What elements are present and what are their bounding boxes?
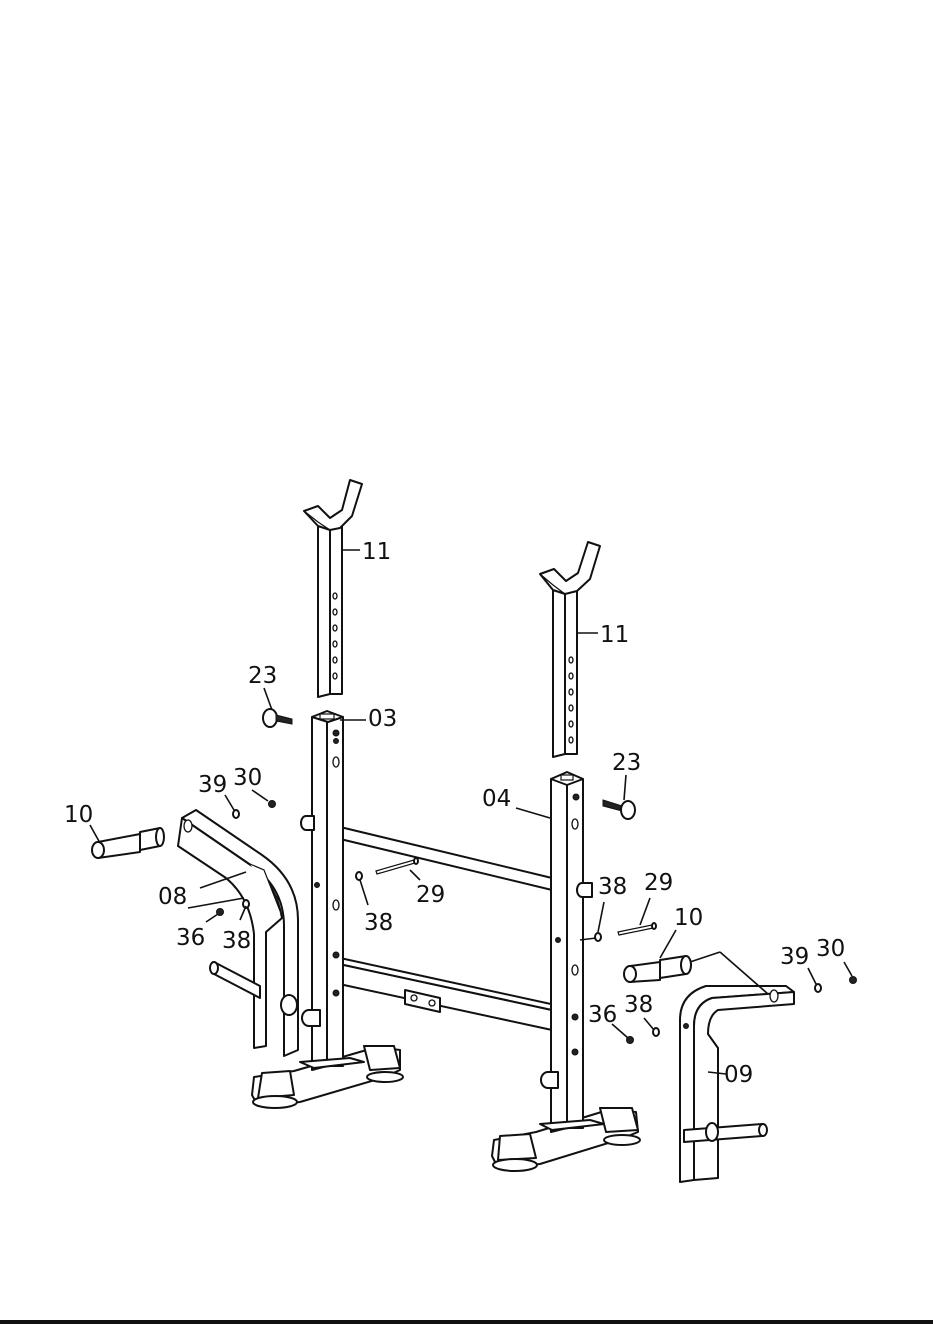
label-11-left: 11	[362, 539, 391, 565]
label-10-right: 10	[674, 905, 703, 931]
label-30-left: 30	[233, 765, 262, 791]
pop-pin-23-right	[603, 800, 635, 819]
label-04: 04	[482, 786, 511, 812]
label-23-right: 23	[612, 750, 641, 776]
upper-post-11-left	[304, 480, 362, 697]
label-38-right: 38	[598, 874, 627, 900]
label-36-right: 36	[588, 1002, 617, 1028]
label-03: 03	[368, 706, 397, 732]
label-38-center: 38	[364, 910, 393, 936]
pop-pin-23-left	[263, 709, 292, 727]
label-38-left: 38	[222, 928, 251, 954]
label-08: 08	[158, 884, 187, 910]
foam-roller-10-left	[92, 828, 164, 858]
rear-crossbar	[332, 826, 552, 890]
label-39-right: 39	[780, 944, 809, 970]
bottom-rule	[0, 1320, 933, 1324]
label-29-right: 29	[644, 870, 673, 896]
foam-roller-10-right	[624, 956, 691, 982]
label-29-left: 29	[416, 882, 445, 908]
left-upright-03	[300, 711, 364, 1070]
label-11-right: 11	[600, 622, 629, 648]
label-23-left: 23	[248, 663, 277, 689]
label-38-far-right: 38	[624, 992, 653, 1018]
bolt-29-right	[618, 923, 656, 935]
label-09: 09	[724, 1062, 753, 1088]
lower-crossbar	[330, 958, 560, 1030]
label-10-left: 10	[64, 802, 93, 828]
upper-post-11-right	[540, 542, 600, 757]
right-upright-04	[540, 772, 604, 1132]
label-36-left: 36	[176, 925, 205, 951]
label-39-left: 39	[198, 772, 227, 798]
label-30-right: 30	[816, 936, 845, 962]
